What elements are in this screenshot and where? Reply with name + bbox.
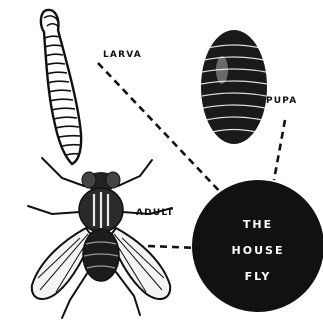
title-line-1: THE bbox=[196, 218, 320, 231]
title-line-3: FLY bbox=[196, 270, 320, 283]
larva-illustration bbox=[41, 10, 81, 164]
title-line-2: HOUSE bbox=[196, 244, 320, 257]
larva-label: LARVA bbox=[103, 50, 142, 60]
adult-connector bbox=[148, 246, 198, 248]
adult-fly-illustration bbox=[28, 158, 172, 318]
adult-label: ADULT bbox=[136, 208, 174, 218]
pupa-connector bbox=[274, 120, 285, 180]
pupa-illustration bbox=[201, 30, 267, 144]
pupa-label: PUPA bbox=[266, 96, 297, 106]
